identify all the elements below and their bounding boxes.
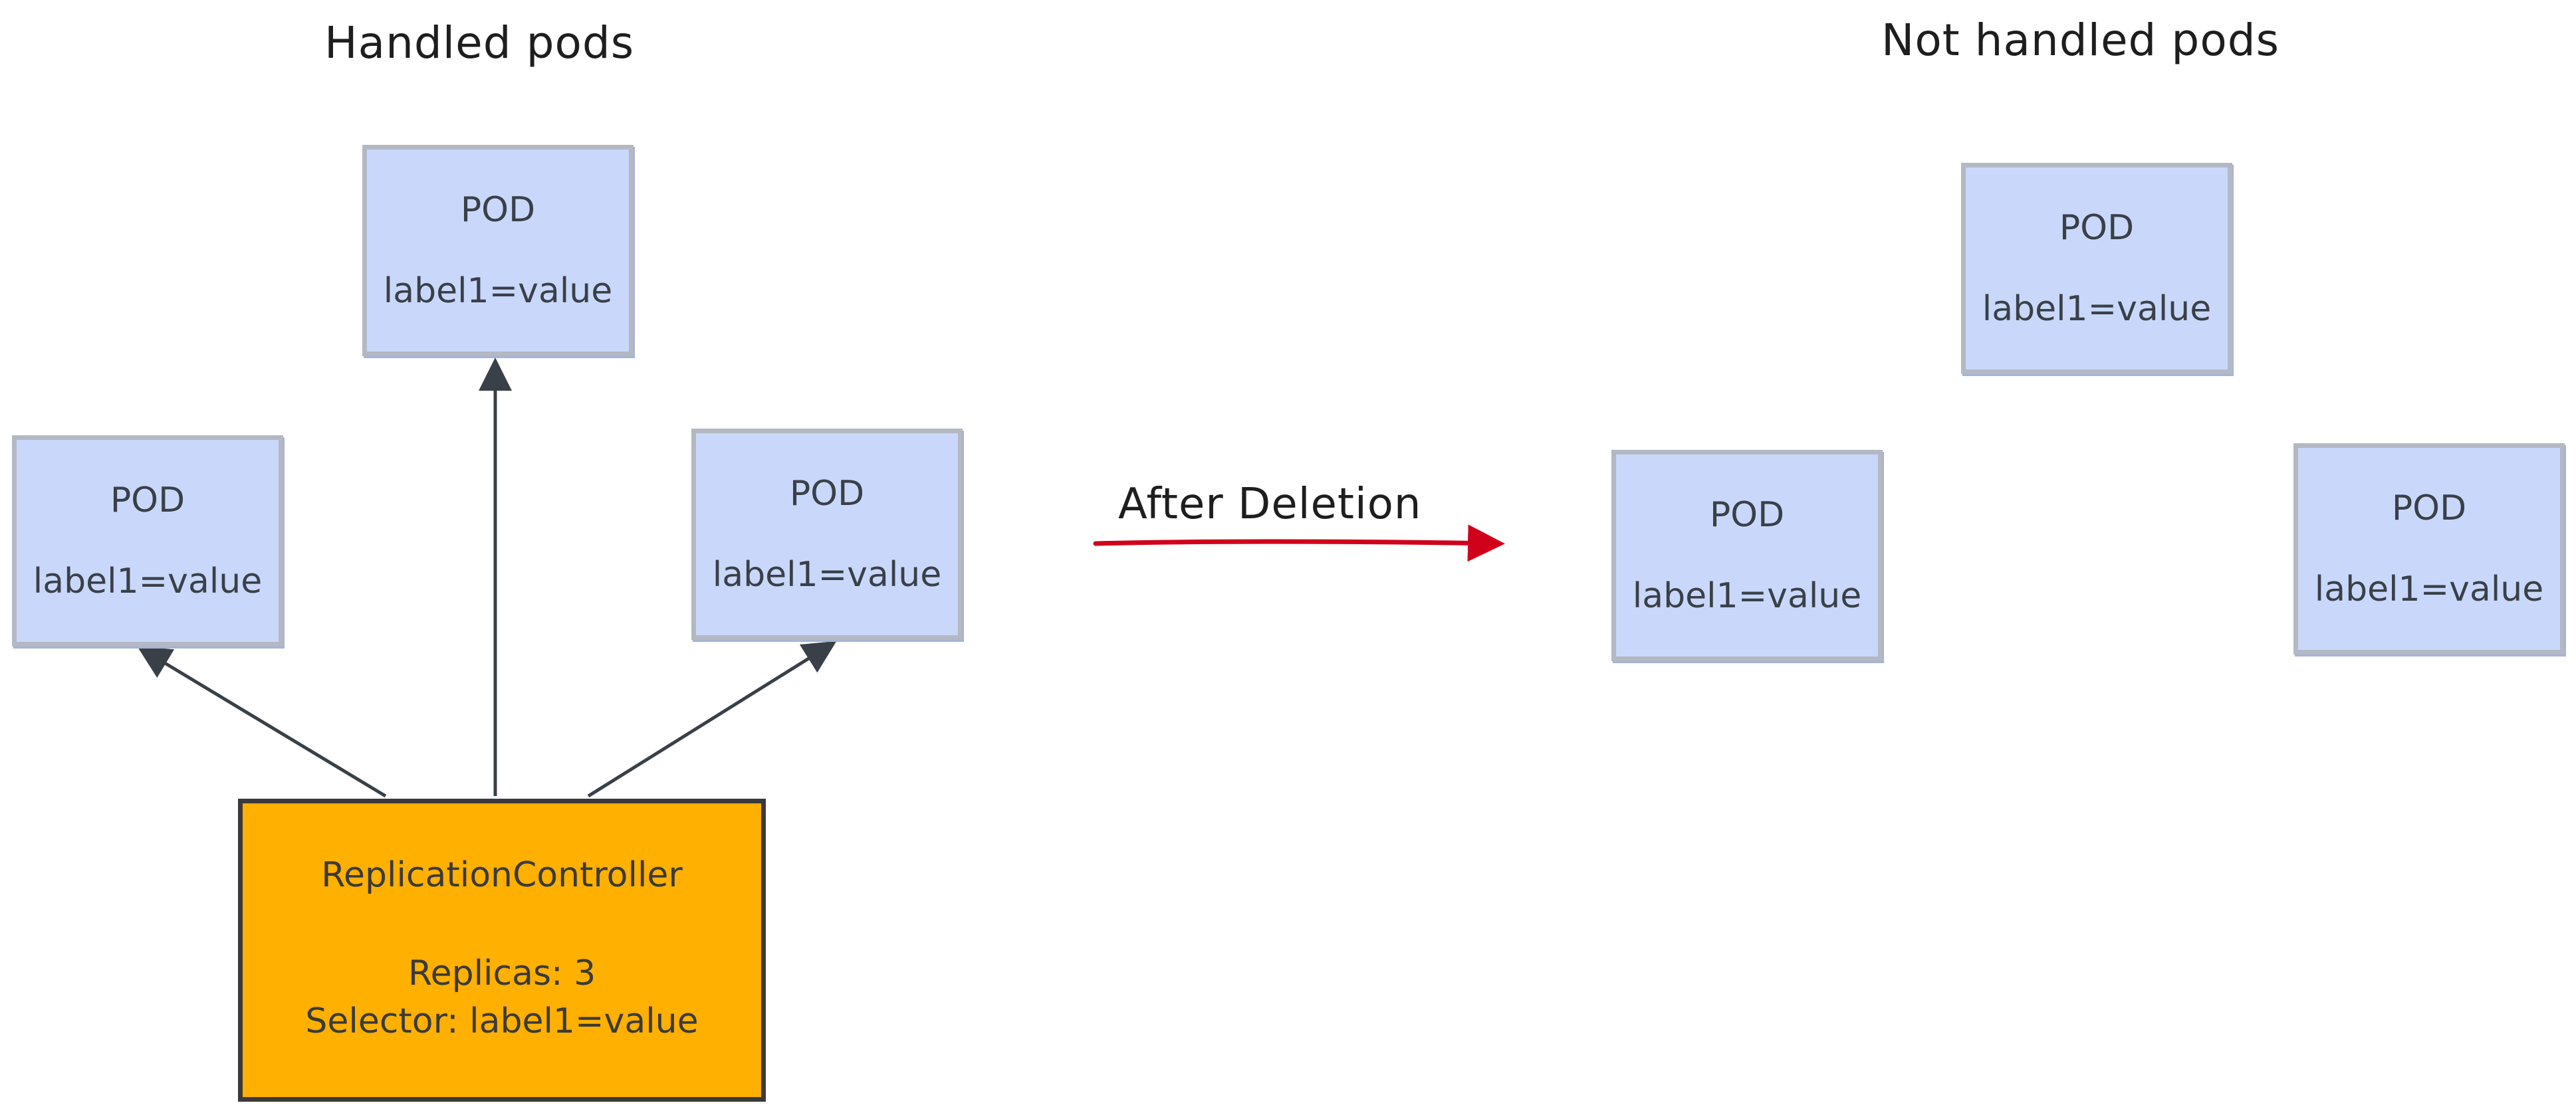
replication-controller-selector: Selector: label1=value — [305, 1001, 699, 1041]
handled-pods-heading: Handled pods — [324, 17, 635, 68]
after-deletion-label: After Deletion — [1118, 480, 1422, 529]
pod-name: POD — [2391, 488, 2467, 528]
pod-name: POD — [110, 480, 185, 520]
replication-controller-title: ReplicationController — [321, 855, 683, 895]
pod-label: label1=value — [712, 555, 942, 595]
pod-name: POD — [1709, 495, 1785, 535]
arrow-controller-to-right-pod — [587, 641, 837, 798]
unhandled-pod-left: POD label1=value — [1611, 450, 1883, 661]
handled-pod-right: POD label1=value — [691, 429, 963, 640]
replication-controller-box: ReplicationController Replicas: 3 Select… — [238, 799, 766, 1102]
handled-pod-left: POD label1=value — [12, 435, 283, 647]
pod-label: label1=value — [383, 271, 613, 311]
after-deletion-arrow — [1093, 524, 1505, 562]
pod-name: POD — [460, 190, 536, 230]
pod-name: POD — [2059, 208, 2135, 248]
pod-label: label1=value — [1632, 576, 1862, 616]
unhandled-pod-top: POD label1=value — [1961, 163, 2232, 374]
pod-label: label1=value — [2314, 569, 2544, 609]
arrow-controller-to-left-pod — [137, 646, 387, 798]
replication-controller-replicas: Replicas: 3 — [408, 954, 596, 993]
pod-label: label1=value — [1982, 289, 2212, 329]
unhandled-pod-right: POD label1=value — [2293, 443, 2565, 655]
not-handled-pods-heading: Not handled pods — [1881, 15, 2280, 66]
pod-label: label1=value — [33, 561, 263, 601]
pod-name: POD — [789, 474, 865, 514]
handled-pod-top: POD label1=value — [362, 145, 634, 356]
